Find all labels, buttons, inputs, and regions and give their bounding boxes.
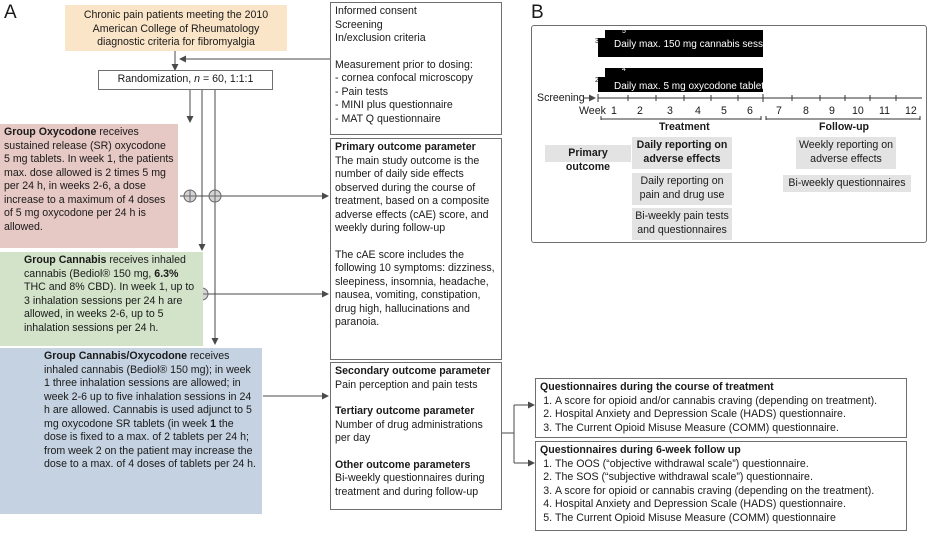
group-cannabis-box: Group Cannabis receives inhaled cannabis… <box>0 252 203 346</box>
measurement-list: cornea confocal microscopy Pain tests MI… <box>335 72 497 126</box>
followup-label: Follow-up <box>819 121 870 133</box>
week-word: Week <box>579 105 606 117</box>
week-label: Week <box>579 105 606 118</box>
secondary-outcome-title: Secondary outcome parameter <box>335 365 491 377</box>
questionnaires-followup-title: Questionnaires during 6-week follow up <box>540 444 741 456</box>
oxycodone-level-high: 4 <box>622 66 626 73</box>
tertiary-outcome-title: Tertiary outcome parameter <box>335 405 475 417</box>
week-tick: 12 <box>905 105 917 117</box>
questionnaires-course-title: Questionnaires during the course of trea… <box>540 381 774 393</box>
week-tick: 7 <box>776 105 782 117</box>
secondary-outcome-box: Secondary outcome parameter Pain percept… <box>330 362 502 510</box>
randomization-suffix: = 60, 1:1:1 <box>200 73 254 85</box>
inclusion-text: Chronic pain patients meeting the 2010 A… <box>83 9 269 48</box>
group-cannabis-text2: THC and 8% CBD). In week 1, up to 3 inha… <box>24 281 195 334</box>
randomization-n: n <box>194 73 201 85</box>
group-oxycodone-text: receives sustained release (SR) oxycodon… <box>4 126 174 233</box>
primary-outcome-title: Primary outcome parameter <box>335 141 476 153</box>
biweekly-questionnaires-label: Bi-weekly questionnaires <box>783 175 911 192</box>
oxycodone-bar-label: Daily max. 5 mg oxycodone tablets <box>614 81 770 92</box>
week-tick: 9 <box>829 105 835 117</box>
questionnaire-item: The Current Opioid Misuse Measure (COMM)… <box>555 422 902 436</box>
questionnaire-item: Hospital Anxiety and Depression Scale (H… <box>555 498 902 512</box>
primary-outcome-label: Primary outcome <box>545 145 631 173</box>
week-tick: 2 <box>637 105 643 117</box>
questionnaire-item: The SOS (“subjective withdrawal scale”) … <box>555 471 902 485</box>
cannabis-level-low: 3 <box>595 38 599 45</box>
secondary-outcome-text: Pain perception and pain tests <box>335 378 478 391</box>
questionnaire-item: A score for opioid or cannabis craving (… <box>555 485 902 499</box>
daily-adverse-label: Daily reporting on adverse effects <box>632 137 732 169</box>
daily-pain-label: Daily reporting on pain and drug use <box>632 173 732 205</box>
screening-line: Informed consent <box>335 5 417 17</box>
group-combo-text1: receives inhaled cannabis (Bediol® 150 m… <box>44 350 252 430</box>
group-combo-text2: the dose is fixed to a max. of 2 tablets… <box>44 417 257 471</box>
weekly-adverse-label: Weekly reporting on adverse effects <box>796 137 896 169</box>
questionnaire-item: A score for opioid and/or cannabis cravi… <box>555 395 902 409</box>
week-tick: 11 <box>879 105 890 117</box>
treatment-label: Treatment <box>659 121 710 133</box>
screening-line: In/exclusion criteria <box>335 32 426 44</box>
group-cannabis-title: Group Cannabis <box>24 254 107 266</box>
timeline-panel <box>531 25 927 243</box>
questionnaires-course-box: Questionnaires during the course of trea… <box>535 378 907 438</box>
questionnaires-followup-list: The OOS (“objective withdrawal scale”) q… <box>540 458 902 526</box>
group-combo-title: Group Cannabis/Oxycodone <box>44 350 188 362</box>
group-cannabis-text1: receives inhaled cannabis (Bediol® 150 m… <box>24 254 186 280</box>
inclusion-criteria-box: Chronic pain patients meeting the 2010 A… <box>65 5 287 51</box>
group-cannabis-thc: 6.3% <box>154 267 179 280</box>
oxycodone-week1-step <box>598 77 628 92</box>
screening-line: Screening <box>335 18 383 31</box>
group-combo-week1: 1 <box>210 417 216 430</box>
group-oxycodone-box: Group Oxycodone receives sustained relea… <box>0 124 178 248</box>
randomization-prefix: Randomization, <box>117 73 195 85</box>
primary-outcome-box: Primary outcome parameter The main study… <box>330 138 502 360</box>
tertiary-outcome-text: Number of drug administrations per day <box>335 418 483 445</box>
panel-label-b: B <box>531 2 544 23</box>
randomization-box: Randomization, n = 60, 1:1:1 <box>98 70 273 90</box>
measurement-item: MAT Q questionnaire <box>335 113 497 127</box>
panel-label-a: A <box>4 2 17 23</box>
group-oxycodone-title: Group Oxycodone <box>4 126 97 138</box>
week-tick: 5 <box>721 105 727 117</box>
week-tick: 6 <box>747 105 753 117</box>
primary-outcome-text: The main study outcome is the number of … <box>335 154 490 235</box>
questionnaire-item: The Current Opioid Misuse Measure (COMM)… <box>555 512 902 526</box>
questionnaire-item: Hospital Anxiety and Depression Scale (H… <box>555 408 902 422</box>
week-tick: 1 <box>611 105 617 117</box>
measurement-title: Measurement prior to dosing: <box>335 58 473 71</box>
cannabis-bar-label: Daily max. 150 mg cannabis sessions <box>614 39 782 50</box>
questionnaires-course-list: A score for opioid and/or cannabis cravi… <box>540 395 902 436</box>
cannabis-level-high: 5 <box>622 28 626 35</box>
other-outcome-title: Other outcome parameters <box>335 458 471 471</box>
screening-box: Informed consent Screening In/exclusion … <box>330 2 502 135</box>
cae-score-text: The cAE score includes the following 10 … <box>335 248 495 329</box>
oxycodone-dose-bar <box>605 68 763 92</box>
biweekly-pain-label: Bi-weekly pain tests and questionnaires <box>632 208 732 240</box>
questionnaires-followup-box: Questionnaires during 6-week follow up T… <box>535 441 907 531</box>
week-tick: 10 <box>852 105 864 117</box>
cannabis-week1-step <box>598 38 628 57</box>
other-outcome-text: Bi-weekly questionnaires during treatmen… <box>335 472 485 498</box>
measurement-item: Pain tests <box>335 86 497 100</box>
week-tick: 8 <box>803 105 809 117</box>
week-tick: 4 <box>695 105 701 117</box>
group-combo-box: Group Cannabis/Oxycodone receives inhale… <box>0 348 262 514</box>
measurement-item: cornea confocal microscopy <box>335 72 497 86</box>
week-tick: 3 <box>667 105 673 117</box>
questionnaire-item: The OOS (“objective withdrawal scale”) q… <box>555 458 902 472</box>
measurement-item: MINI plus questionnaire <box>335 99 497 113</box>
oxycodone-level-low: 2 <box>595 77 599 84</box>
cannabis-dose-bar <box>605 30 763 57</box>
screening-label: Screening <box>537 92 585 104</box>
